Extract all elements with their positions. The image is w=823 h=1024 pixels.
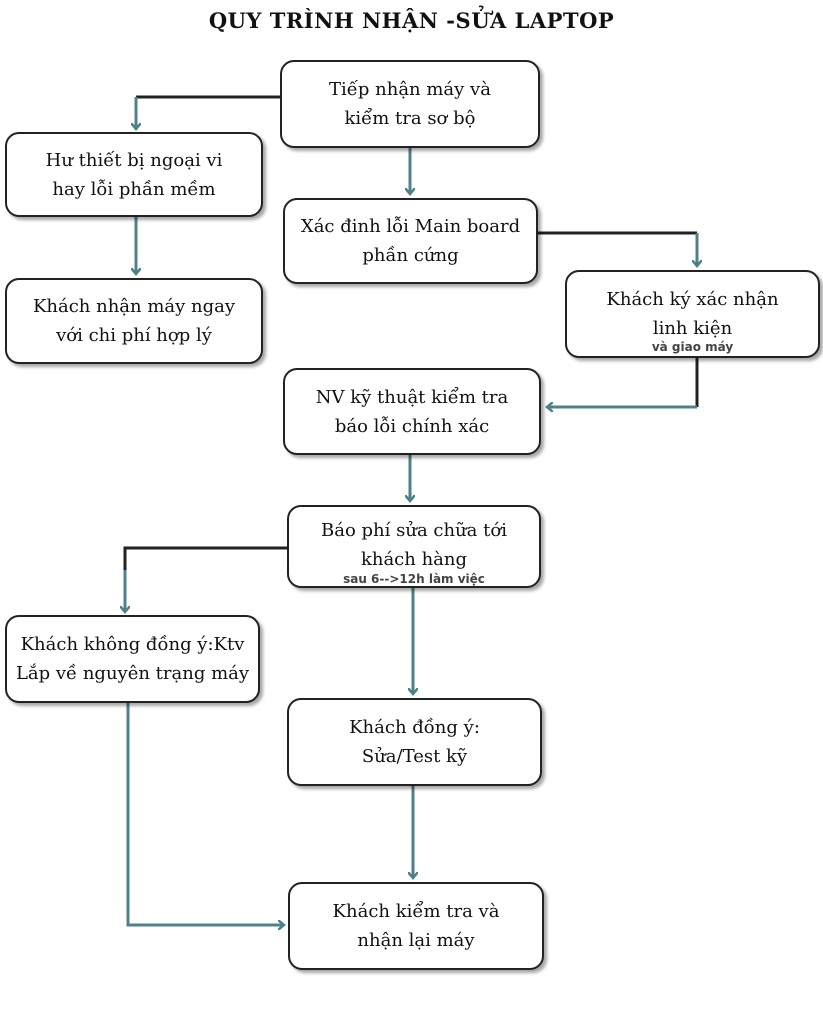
node-sign-confirm-note: và giao máy xyxy=(651,340,734,354)
node-peripheral-line2: hay lỗi phần mềm xyxy=(52,178,216,200)
node-quote-note: sau 6-->12h làm việc xyxy=(343,572,485,586)
node-sign-confirm-line1: Khách ký xác nhận xyxy=(606,289,779,310)
node-tech-check-line2: báo lỗi chính xác xyxy=(334,415,490,437)
node-receive-line2: kiểm tra sơ bộ xyxy=(344,108,476,129)
node-tech-check: NV kỹ thuật kiểm tra báo lỗi chính xác xyxy=(283,368,541,455)
arrow-quote-to-disagree xyxy=(123,546,287,570)
node-mainboard-line2: phần cứng xyxy=(362,245,459,266)
node-take-back: Khách nhận máy ngay với chi phí hợp lý xyxy=(5,278,263,364)
node-disagree: Khách không đồng ý:Ktv Lắp về nguyên trạ… xyxy=(5,615,260,703)
node-take-back-line1: Khách nhận máy ngay xyxy=(32,296,236,317)
node-receive: Tiếp nhận máy và kiểm tra sơ bộ xyxy=(280,60,540,148)
node-disagree-line2: Lắp về nguyên trạng máy xyxy=(15,663,250,684)
node-final-line2: nhận lại máy xyxy=(357,930,475,951)
node-final: Khách kiểm tra và nhận lại máy xyxy=(288,882,544,970)
node-quote-line2: khách hàng xyxy=(360,549,468,570)
node-mainboard: Xác đinh lỗi Main board phần cứng xyxy=(283,198,538,284)
node-quote-line1: Báo phí sửa chữa tới xyxy=(321,520,507,541)
node-peripheral-line1: Hư thiết bị ngoại vi xyxy=(45,149,223,171)
page-title: QUY TRÌNH NHẬN -SỬA LAPTOP xyxy=(208,8,615,33)
node-quote: Báo phí sửa chữa tới khách hàng sau 6-->… xyxy=(287,505,541,588)
node-take-back-line2: với chi phí hợp lý xyxy=(56,325,212,346)
node-agree-line1: Khách đồng ý: xyxy=(349,717,480,738)
node-receive-line1: Tiếp nhận máy và xyxy=(329,79,491,100)
node-sign-confirm-line2: linh kiện xyxy=(652,318,733,339)
node-agree-line2: Sửa/Test kỹ xyxy=(361,746,468,767)
node-final-line1: Khách kiểm tra và xyxy=(332,901,500,922)
arrow-disagree-to-final xyxy=(126,703,283,925)
node-tech-check-line1: NV kỹ thuật kiểm tra xyxy=(315,386,509,408)
node-sign-confirm: Khách ký xác nhận linh kiện và giao máy xyxy=(565,270,820,358)
node-peripheral: Hư thiết bị ngoại vi hay lỗi phần mềm xyxy=(5,132,263,217)
node-disagree-line1: Khách không đồng ý:Ktv xyxy=(20,634,245,655)
node-agree: Khách đồng ý: Sửa/Test kỹ xyxy=(287,698,542,786)
node-mainboard-line1: Xác đinh lỗi Main board xyxy=(300,216,521,237)
